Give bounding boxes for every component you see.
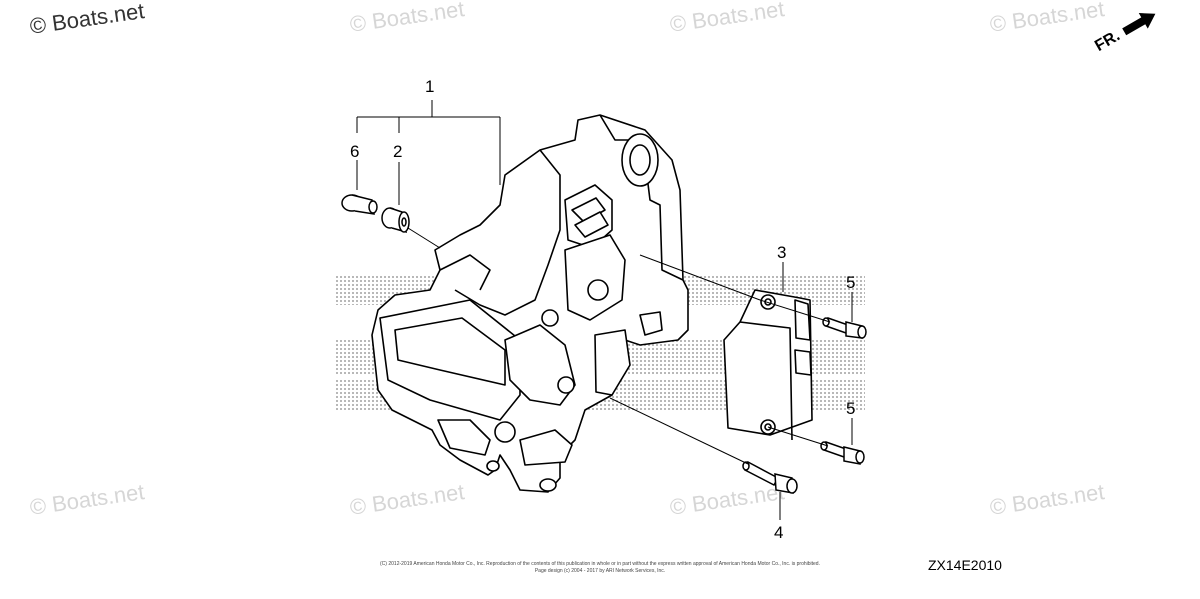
diagram-code: ZX14E2010 xyxy=(928,557,1002,573)
leader-lines xyxy=(356,100,853,520)
front-arrow-icon xyxy=(1122,12,1156,36)
grommet-2 xyxy=(381,207,410,234)
copyright-line: Page design (c) 2004 - 2017 by ARI Netwo… xyxy=(534,568,666,574)
callout-3: 3 xyxy=(777,243,786,262)
copyright-line: (C) 2012-2019 American Honda Motor Co., … xyxy=(380,561,820,567)
callout-2: 2 xyxy=(393,142,402,161)
copyright-notice: (C) 2012-2019 American Honda Motor Co., … xyxy=(335,561,865,575)
regulator-module xyxy=(723,289,813,441)
bolt-5-lower xyxy=(820,441,865,465)
control-box-bracket xyxy=(371,114,689,493)
bolt-5-upper xyxy=(822,317,867,339)
bolt-4 xyxy=(742,460,798,494)
callout-4: 4 xyxy=(774,523,783,542)
callout-6: 6 xyxy=(350,142,359,161)
callout-1: 1 xyxy=(425,77,434,96)
callout-5-upper: 5 xyxy=(846,273,855,292)
bolt-6 xyxy=(341,194,378,215)
callout-5-lower: 5 xyxy=(846,399,855,418)
front-direction-indicator: FR. xyxy=(1092,5,1162,56)
